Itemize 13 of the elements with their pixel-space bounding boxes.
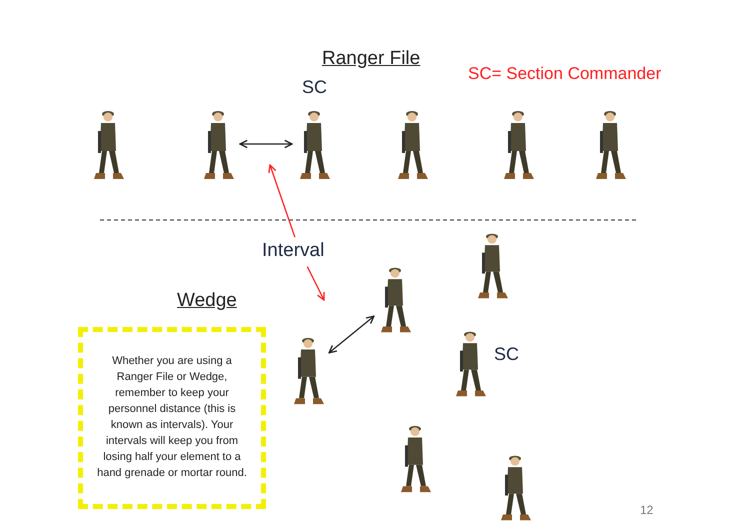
interval-label: Interval	[262, 240, 324, 261]
note-text: Whether you are using a Ranger File or Wedge, remember to keep your personnel distance (this is known as intervals). Your intervals will keep you from losing half your element to a hand grenade or mortar round.	[96, 354, 248, 481]
leader-line	[268, 164, 296, 238]
leader-line	[306, 266, 325, 301]
section-heading: Ranger File	[322, 48, 420, 70]
note-box	[78, 327, 266, 509]
page-number: 12	[640, 503, 654, 517]
legend-note: SC= Section Commander	[468, 64, 662, 84]
double-arrow	[328, 316, 375, 354]
sc-label: SC	[302, 77, 328, 98]
double-arrow	[239, 140, 293, 148]
section-heading: Wedge	[177, 290, 237, 312]
sc-label: SC	[494, 344, 520, 365]
